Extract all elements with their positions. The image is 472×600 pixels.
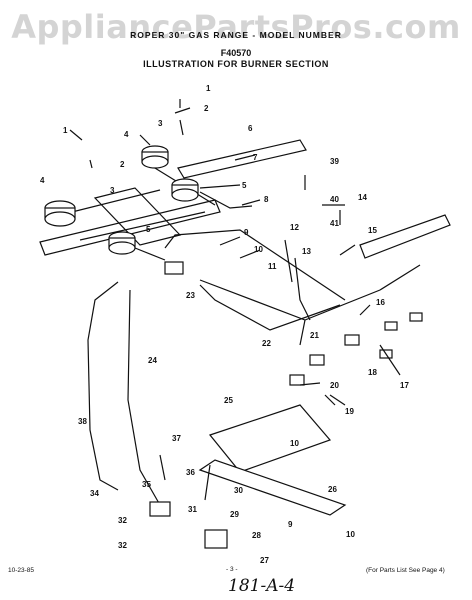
callout-3: 3 — [158, 119, 163, 128]
callout-18: 18 — [368, 368, 377, 377]
callout-36: 36 — [186, 468, 195, 477]
handwritten-note: 181-A-4 — [228, 576, 296, 596]
callout-9: 9 — [288, 520, 293, 529]
callout-1: 1 — [206, 84, 211, 93]
callout-10: 10 — [290, 439, 299, 448]
callout-2: 2 — [120, 160, 125, 169]
callout-35: 35 — [142, 480, 151, 489]
diagram-linework — [39, 99, 451, 549]
callout-3: 3 — [110, 186, 115, 195]
callout-10: 10 — [346, 530, 355, 539]
callout-7: 7 — [253, 153, 258, 162]
callout-5: 5 — [146, 225, 151, 234]
callout-23: 23 — [186, 291, 195, 300]
callout-19: 19 — [345, 407, 354, 416]
callout-26: 26 — [328, 485, 337, 494]
model-number: F40570 — [220, 48, 252, 58]
callout-4: 4 — [40, 176, 45, 185]
callout-31: 31 — [188, 505, 197, 514]
callout-25: 25 — [224, 396, 233, 405]
callout-15: 15 — [368, 226, 377, 235]
callout-27: 27 — [260, 556, 269, 565]
callout-9: 9 — [244, 228, 249, 237]
callout-8: 8 — [264, 195, 269, 204]
callout-12: 12 — [290, 223, 299, 232]
callout-30: 30 — [234, 486, 243, 495]
page-number: - 3 - — [226, 566, 238, 573]
callout-17: 17 — [400, 381, 409, 390]
callout-40: 40 — [330, 195, 339, 204]
callout-1: 1 — [63, 126, 68, 135]
callout-24: 24 — [148, 356, 157, 365]
callout-14: 14 — [358, 193, 367, 202]
callout-6: 6 — [248, 124, 253, 133]
callout-13: 13 — [302, 247, 311, 256]
callout-5: 5 — [242, 181, 247, 190]
callout-10: 10 — [254, 245, 263, 254]
callout-22: 22 — [262, 339, 271, 348]
callout-20: 20 — [330, 381, 339, 390]
parts-list-note: (For Parts List See Page 4) — [366, 567, 445, 574]
diagram-date: 10-23-85 — [8, 567, 35, 574]
model-line: ROPER 30" GAS RANGE - MODEL NUMBER — [130, 30, 342, 40]
diagram-title: ILLUSTRATION FOR BURNER SECTION — [143, 59, 329, 69]
callout-34: 34 — [90, 489, 99, 498]
callout-29: 29 — [230, 510, 239, 519]
callout-32: 32 — [118, 541, 127, 550]
callout-11: 11 — [268, 262, 277, 271]
callout-32: 32 — [118, 516, 127, 525]
callout-41: 41 — [330, 219, 339, 228]
callout-labels: 1 1 2 2 3 3 4 4 5 5 6 7 8 9 9 10 10 10 1… — [40, 84, 409, 565]
watermark: AppliancePartsPros.com — [11, 8, 461, 46]
callout-38: 38 — [78, 417, 87, 426]
callout-4: 4 — [124, 130, 129, 139]
callout-37: 37 — [172, 434, 181, 443]
callout-16: 16 — [376, 298, 385, 307]
callout-2: 2 — [204, 104, 209, 113]
callout-28: 28 — [252, 531, 261, 540]
callout-21: 21 — [310, 331, 319, 340]
callout-39: 39 — [330, 157, 339, 166]
